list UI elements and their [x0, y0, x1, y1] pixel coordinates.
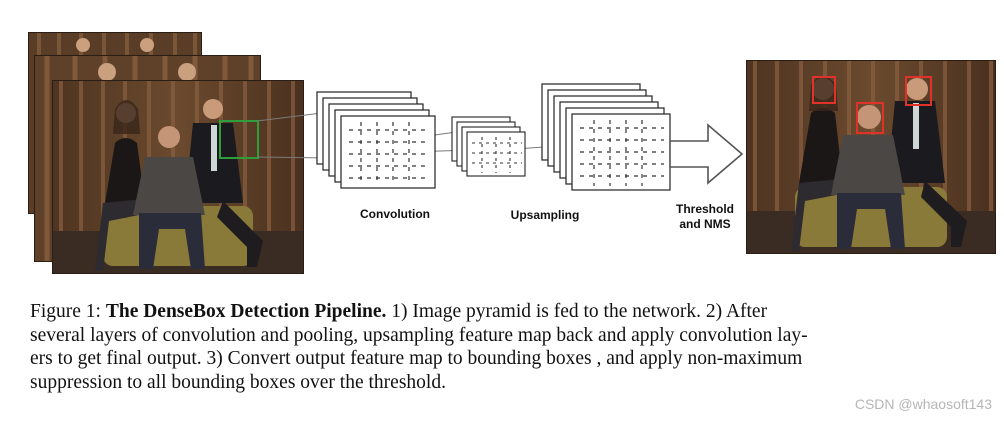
- caption-line-1-rest: 1) Image pyramid is fed to the network. …: [391, 301, 768, 322]
- stage-label-convolution: Convolution: [360, 207, 430, 221]
- caption-line-4: suppression to all bounding boxes over t…: [30, 371, 446, 393]
- right-arrow-icon: [669, 123, 744, 185]
- caption-line-2: several layers of convolution and poolin…: [30, 324, 808, 346]
- caption-figure-number: Figure 1:: [30, 301, 101, 322]
- detection-box: [856, 102, 884, 134]
- caption-title: The DenseBox Detection Pipeline.: [105, 301, 387, 322]
- figure-pipeline: Convolution: [28, 32, 996, 274]
- detection-box: [812, 76, 836, 104]
- caption-line-1: Figure 1: The DenseBox Detection Pipelin…: [30, 300, 992, 324]
- stage-label-upsampling: Upsampling: [510, 208, 580, 222]
- caption-line-3: ers to get final output. 3) Convert outp…: [30, 348, 803, 369]
- stage-label-threshold-line1: Threshold: [675, 202, 734, 216]
- input-photo: [52, 80, 304, 274]
- watermark: CSDN @whaosoft143: [854, 396, 992, 412]
- stage-label-threshold: Threshold and NMS: [662, 202, 748, 232]
- stage-label-threshold-line2: and NMS: [679, 217, 731, 231]
- upsampling-stack: [541, 83, 671, 191]
- convolution-stack: [316, 91, 436, 189]
- detection-box: [905, 76, 932, 106]
- output-photo: [746, 60, 996, 254]
- crop-region-box: [219, 120, 259, 159]
- feature-map-stack: [451, 116, 526, 177]
- figure-caption: Figure 1: The DenseBox Detection Pipelin…: [30, 300, 992, 394]
